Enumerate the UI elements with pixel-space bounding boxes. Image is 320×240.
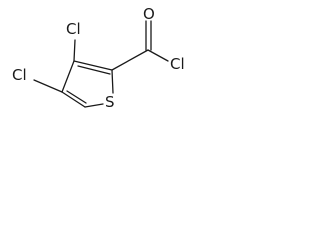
chlorine-label-top: Cl (66, 20, 81, 38)
chlorine-label-acyl: Cl (170, 55, 185, 73)
bond-c2-carbonyl (111, 49, 149, 71)
bond-c3-c2 (73, 60, 113, 71)
bond-c4-c5 (61, 91, 86, 108)
bond-c5-s (84, 103, 104, 108)
bond-c3-c4 (61, 60, 75, 93)
oxygen-label: O (143, 5, 155, 23)
bond-s-c2 (111, 69, 114, 94)
bond-c4-c5-double (66, 90, 87, 104)
bond-carbonyl-cl (147, 49, 169, 62)
bond-c4-cl (33, 79, 63, 93)
chlorine-label-left: Cl (12, 66, 27, 84)
bond-c3-c2-double (77, 65, 111, 75)
sulfur-label: S (105, 93, 115, 111)
bond-c3-cl (73, 39, 76, 62)
chemical-structure: Cl Cl O Cl S (12, 5, 185, 111)
